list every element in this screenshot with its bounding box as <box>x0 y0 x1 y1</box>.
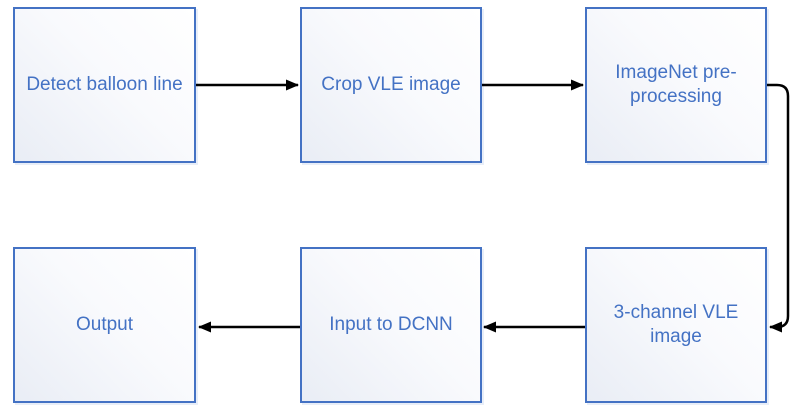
flow-node-input-to-dcnn: Input to DCNN <box>300 247 482 403</box>
flow-node-label: ImageNet pre-processing <box>615 62 737 107</box>
flow-node-imagenet-pre-processing: ImageNet pre-processing <box>585 7 767 163</box>
flow-node-label: 3-channel VLE image <box>613 302 739 347</box>
flow-node-crop-vle-image: Crop VLE image <box>300 7 482 163</box>
flow-node-detect-balloon-line: Detect balloon line <box>13 7 196 163</box>
flow-node-3-channel-vle-image: 3-channel VLE image <box>585 247 767 403</box>
flow-node-label: Input to DCNN <box>329 314 453 336</box>
flow-node-output: Output <box>13 247 196 403</box>
flow-node-label: Detect balloon line <box>26 74 183 96</box>
arrow-imagenet-to-3channel-connector <box>767 83 790 333</box>
flow-node-label: Output <box>75 314 134 336</box>
flow-node-label: Crop VLE image <box>321 74 461 96</box>
